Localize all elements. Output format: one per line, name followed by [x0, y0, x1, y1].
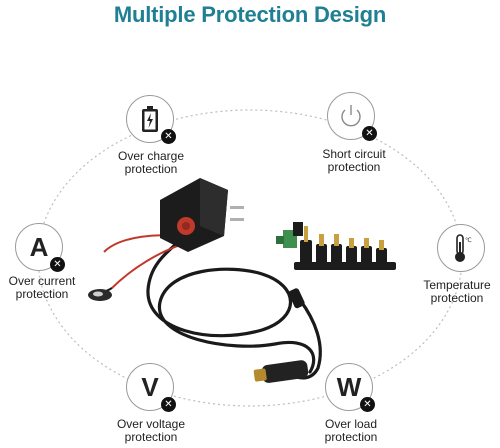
- x-mark-icon: ✕: [362, 126, 377, 141]
- connector-tips: [294, 226, 396, 270]
- page-title: Multiple Protection Design: [113, 2, 387, 27]
- ampere-icon: A: [29, 232, 49, 262]
- temperature-label: Temperature protection: [423, 278, 491, 305]
- x-mark-icon: ✕: [50, 257, 65, 272]
- ferrite-bead: [288, 288, 305, 309]
- over-load-label: Over load protection: [324, 417, 378, 444]
- x-mark-icon: ✕: [161, 397, 176, 412]
- plug-prong: [230, 206, 244, 209]
- temperature-badge: ℃: [437, 224, 485, 272]
- x-mark-icon: ✕: [360, 397, 375, 412]
- thermometer-icon: ℃: [455, 234, 472, 262]
- x-mark-icon: ✕: [161, 129, 176, 144]
- watt-icon: W: [336, 372, 362, 402]
- dc-terminal-tip: [276, 222, 303, 248]
- adapter-body: [160, 178, 244, 252]
- short-circuit-badge: ✕: [327, 92, 377, 141]
- over-load-badge: W ✕: [325, 363, 375, 412]
- over-current-badge: A ✕: [15, 223, 65, 272]
- svg-text:℃: ℃: [465, 237, 472, 244]
- cable-coil: [146, 230, 316, 374]
- over-current-label: Over current protection: [8, 274, 76, 301]
- power-switch-icon: [341, 105, 361, 127]
- over-voltage-badge: V ✕: [126, 363, 176, 412]
- volt-icon: V: [141, 372, 159, 402]
- over-voltage-label: Over voltage protection: [116, 417, 186, 444]
- battery-icon: [142, 106, 158, 132]
- barrel-connector: [253, 360, 309, 383]
- over-charge-badge: ✕: [126, 95, 176, 144]
- over-charge-label: Over charge protection: [117, 149, 185, 176]
- short-circuit-label: Short circuit protection: [322, 147, 386, 174]
